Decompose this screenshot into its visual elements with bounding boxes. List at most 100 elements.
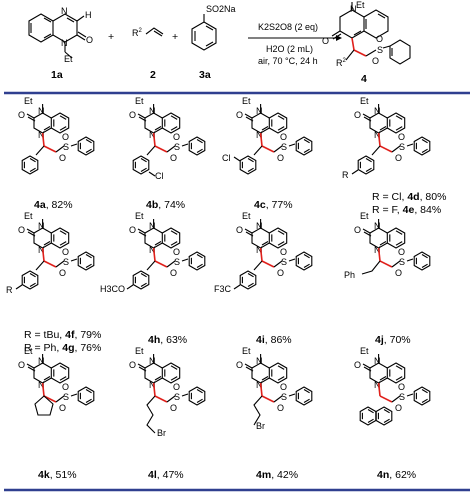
atom-et: Et (242, 96, 251, 106)
new-cs-bond (261, 260, 275, 268)
conditions-temp: air, 70 °C, 24 h (258, 56, 318, 66)
atom-o-sulfonyl: O (173, 382, 180, 392)
atom-n: N (149, 221, 156, 231)
atom-r: R (342, 170, 349, 180)
new-cs-bond (43, 145, 57, 153)
label-4: 4 (361, 73, 367, 85)
atom-o-sulfonyl: O (62, 382, 69, 392)
atom-o: O (354, 110, 361, 120)
atom-o-sulfonyl: O (62, 247, 69, 257)
atom-r2: R2 (132, 28, 143, 38)
pyrazinone-ring (144, 112, 163, 134)
atom-o-sulfonyl: O (395, 268, 402, 278)
aryl-ring (132, 155, 150, 175)
new-cs-bond (43, 395, 57, 403)
atom-o-sulfonyl: O (395, 403, 402, 413)
atom-br: Br (157, 428, 166, 438)
phenylsulfonyl-ring (77, 136, 95, 156)
atom-s: S (281, 257, 287, 267)
new-cs-bond (379, 395, 393, 403)
new-cc-bond (152, 132, 156, 147)
atom-o: O (129, 360, 136, 370)
atom-h3co: H3CO (100, 284, 125, 294)
phenylsulfonyl-ring (77, 251, 95, 271)
caption-4l: 4l, 47% (148, 469, 184, 481)
product-grid: NEtNOSOONEtNOSOOClNEtNOSOOClNEtNOSOORNEt… (6, 96, 446, 481)
atom-n-4-top: N (350, 4, 357, 14)
atom-n: N (374, 106, 381, 116)
atom-s: S (281, 142, 287, 152)
atom-n: N (374, 130, 381, 140)
atom-o-sulfonyl: O (395, 153, 402, 163)
pyrazinone-ring (251, 362, 270, 384)
new-cc-bond (152, 382, 156, 397)
scheme-reactant-2-alkene: R2 (132, 27, 164, 38)
new-cc-bond (152, 247, 156, 262)
pyrazinone-ring (33, 112, 52, 134)
phenylsulfonyl-ring (413, 386, 431, 406)
caption-4j: 4j, 70% (375, 334, 411, 346)
new-cc-bond (41, 247, 45, 262)
atom-et: Et (360, 346, 369, 356)
atom-et: Et (360, 96, 369, 106)
atom-n: N (38, 356, 45, 366)
atom-o: O (18, 360, 25, 370)
acenaphthene-ring-b (375, 406, 393, 426)
label-1a: 1a (51, 69, 63, 81)
label-2: 2 (150, 69, 156, 81)
atom-o: O (236, 360, 243, 370)
caption-4h: 4h, 63% (148, 334, 187, 346)
atom-n: N (374, 221, 381, 231)
new-cs-bond (154, 395, 168, 403)
atom-n: N (374, 356, 381, 366)
atom-o-4-sulfonyl-a: O (376, 34, 383, 44)
atom-et: Et (24, 346, 33, 356)
caption-4c: 4c, 77% (254, 199, 293, 211)
atom-n: N (256, 380, 263, 390)
pyrazinone-ring (369, 112, 388, 134)
atom-s: S (63, 392, 69, 402)
atom-r: R (6, 285, 13, 295)
atom-et: Et (135, 96, 144, 106)
new-cs-bond (154, 145, 168, 153)
atom-n: N (256, 106, 263, 116)
atom-o-sulfonyl: O (59, 153, 66, 163)
caption-4d: R = Cl, 4d, 80% (372, 191, 446, 203)
caption-4e: R = F, 4e, 84% (372, 204, 441, 216)
atom-o-sulfonyl: O (173, 132, 180, 142)
new-cs-bond (154, 260, 168, 268)
atom-n-1a-top: N (61, 6, 68, 16)
atom-n: N (149, 380, 156, 390)
atom-o: O (354, 360, 361, 370)
conditions-oxidant: K2S2O8 (2 eq) (258, 22, 318, 32)
atom-et: Et (242, 346, 251, 356)
atom-o-sulfonyl: O (398, 247, 405, 257)
atom-o-sulfonyl: O (280, 382, 287, 392)
atom-o: O (354, 225, 361, 235)
pyrazinone-ring (369, 362, 388, 384)
new-cc-bond (41, 382, 45, 397)
plus-sign-2: + (172, 31, 178, 43)
new-cs-bond (43, 260, 57, 268)
phenylsulfonyl-ring (188, 136, 206, 156)
atom-n: N (38, 221, 45, 231)
atom-o-sulfonyl: O (170, 403, 177, 413)
atom-o-sulfonyl: O (170, 153, 177, 163)
pyrazinone-ring (144, 227, 163, 249)
atom-s: S (63, 142, 69, 152)
atom-s-4: S (377, 45, 383, 55)
atom-o: O (129, 110, 136, 120)
pyrazinone-ring (33, 227, 52, 249)
atom-s: S (174, 257, 180, 267)
atom-n: N (149, 356, 156, 366)
atom-s: S (174, 392, 180, 402)
atom-n: N (256, 221, 263, 231)
atom-o: O (18, 110, 25, 120)
atom-o-sulfonyl: O (398, 382, 405, 392)
